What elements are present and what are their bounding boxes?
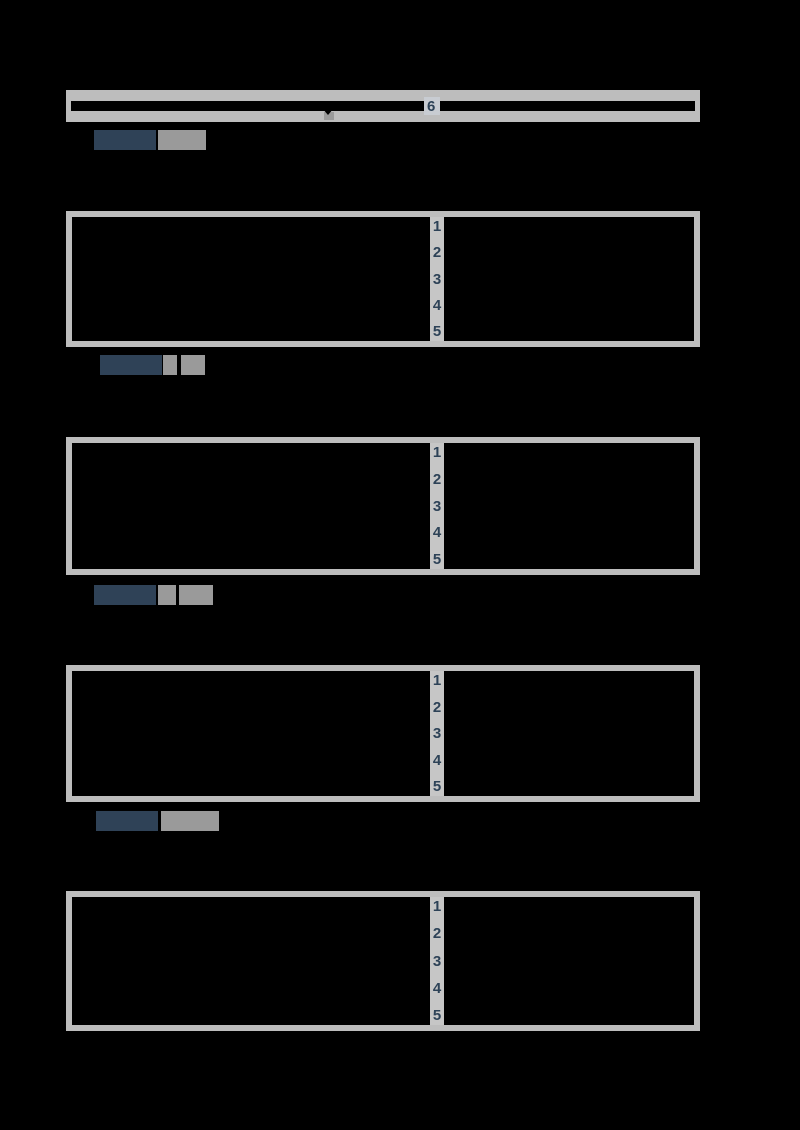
list-item[interactable]: 5 [432,1007,442,1024]
panel-divider [430,671,444,796]
caption-highlight[interactable] [94,130,156,150]
content-panel-1[interactable]: 1 2 3 4 5 [66,211,700,347]
content-panel-2[interactable]: 1 2 3 4 5 [66,437,700,575]
panel-divider [430,217,444,341]
content-panel-4[interactable]: 1 2 3 4 5 [66,891,700,1031]
list-item[interactable]: 5 [432,323,442,340]
chevron-down-icon-shadow [324,112,334,120]
list-item[interactable]: 3 [432,725,442,742]
list-item[interactable]: 2 [432,698,442,716]
caption-highlight[interactable] [94,585,156,605]
panel-number-column: 1 2 3 4 5 [430,671,444,796]
caption-row-2 [66,355,266,375]
list-item[interactable]: 4 [432,751,442,769]
panel-number-column: 1 2 3 4 5 [430,217,444,341]
panel-content-area: 1 2 3 4 5 [72,671,694,796]
caption-highlight[interactable] [100,355,162,375]
panel-number-column: 1 2 3 4 5 [430,443,444,569]
list-item[interactable]: 4 [432,524,442,542]
caption-block [163,355,177,375]
status-badge-label: 6 [427,98,435,115]
list-item[interactable]: 4 [432,296,442,314]
caption-row-4 [66,811,266,831]
list-item[interactable]: 2 [432,470,442,488]
caption-block [161,811,219,831]
caption-row-1 [66,130,266,150]
caption-block [181,355,205,375]
status-badge [424,97,440,115]
panel-divider [430,897,444,1025]
panel-content-area: 1 2 3 4 5 [72,443,694,569]
top-input-field[interactable] [71,101,695,111]
panel-content-area: 1 2 3 4 5 [72,217,694,341]
content-panel-3[interactable]: 1 2 3 4 5 [66,665,700,802]
top-input-bar[interactable] [66,90,700,122]
caption-block [158,585,176,605]
list-item[interactable]: 1 [432,218,442,235]
caption-highlight[interactable] [96,811,158,831]
list-item[interactable]: 2 [432,925,442,943]
list-item[interactable]: 1 [432,444,442,461]
panel-divider [430,443,444,569]
list-item[interactable]: 3 [432,497,442,515]
list-item[interactable]: 5 [432,778,442,795]
list-item[interactable]: 3 [432,270,442,288]
list-item[interactable]: 4 [432,979,442,997]
panel-content-area: 1 2 3 4 5 [72,897,694,1025]
list-item[interactable]: 1 [432,898,442,915]
caption-row-3 [66,585,266,605]
panel-number-column: 1 2 3 4 5 [430,897,444,1025]
chevron-down-icon[interactable] [322,108,334,115]
caption-block [158,130,206,150]
list-item[interactable]: 2 [432,244,442,262]
list-item[interactable]: 3 [432,952,442,970]
caption-block [179,585,213,605]
list-item[interactable]: 5 [432,551,442,568]
list-item[interactable]: 1 [432,672,442,689]
